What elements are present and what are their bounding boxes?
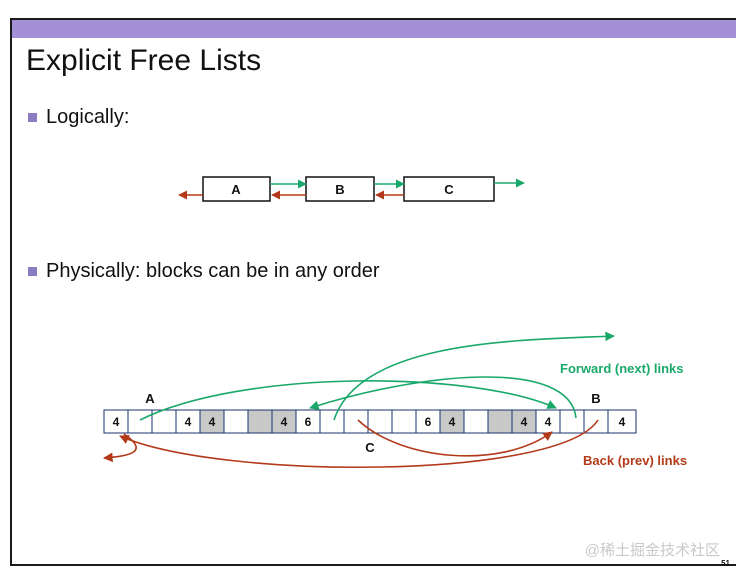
slide-title: Explicit Free Lists (26, 44, 262, 77)
heap-cell (127, 409, 153, 434)
heap-cell (391, 409, 417, 434)
heap-cell (319, 409, 345, 434)
logical-node-a-label: A (231, 182, 241, 197)
forward-links-label: Forward (next) links (560, 361, 684, 376)
forward-link-b-to-c (309, 376, 577, 419)
bullet-text: Logically: (46, 106, 130, 128)
heap-cell (343, 409, 369, 434)
bullet-square-icon (28, 113, 37, 122)
heap-cell-value: 6 (425, 415, 432, 429)
heap-cell-allocated (247, 409, 273, 434)
page-number: 51 (721, 559, 730, 568)
heap-cell (607, 409, 637, 434)
forward-link-c-to-end (333, 331, 615, 421)
forward-link-a-to-b (139, 380, 557, 421)
slide-header-bar (12, 20, 736, 38)
block-label-b: B (591, 391, 600, 406)
watermark: @稀土掘金技术社区 (584, 542, 720, 559)
block-label-a: A (145, 391, 155, 406)
heap-row: 4 4 4 4 6 6 4 4 4 4 (103, 409, 637, 434)
back-link-a-to-start (103, 433, 137, 463)
logical-node-c-label: C (444, 182, 454, 197)
bullet-square-icon (28, 267, 37, 276)
logical-node-c (403, 176, 495, 202)
back-link-c-to-b (357, 419, 553, 457)
heap-cell (463, 409, 489, 434)
slide (10, 18, 736, 566)
heap-cell-value: 6 (305, 415, 312, 429)
heap-cell (223, 409, 249, 434)
heap-cell-value: 4 (113, 415, 120, 429)
bullet-text: Physically: blocks can be in any order (46, 260, 380, 282)
bullet-physically: Physically: blocks can be in any order (28, 260, 380, 283)
back-link-b-to-a (119, 419, 599, 468)
heap-cell-allocated (487, 409, 513, 434)
logical-node-b (305, 176, 375, 202)
heap-cell-value: 4 (619, 415, 626, 429)
logical-node-b-label: B (335, 182, 344, 197)
heap-cell-value: 4 (521, 415, 528, 429)
bullet-logically: Logically: (28, 106, 129, 129)
forward-links (139, 331, 615, 421)
heap-cell-value: 4 (185, 415, 192, 429)
heap-cell (559, 409, 585, 434)
back-links-label: Back (prev) links (583, 453, 687, 468)
block-label-c: C (365, 440, 375, 455)
heap-cell (367, 409, 393, 434)
heap-cell-value: 4 (209, 415, 216, 429)
logical-node-a (202, 176, 271, 202)
heap-cell-value: 4 (449, 415, 456, 429)
logical-list: A B C (178, 176, 525, 202)
back-links (103, 419, 599, 468)
heap-cell-value: 4 (281, 415, 288, 429)
heap-cell-value: 4 (545, 415, 552, 429)
